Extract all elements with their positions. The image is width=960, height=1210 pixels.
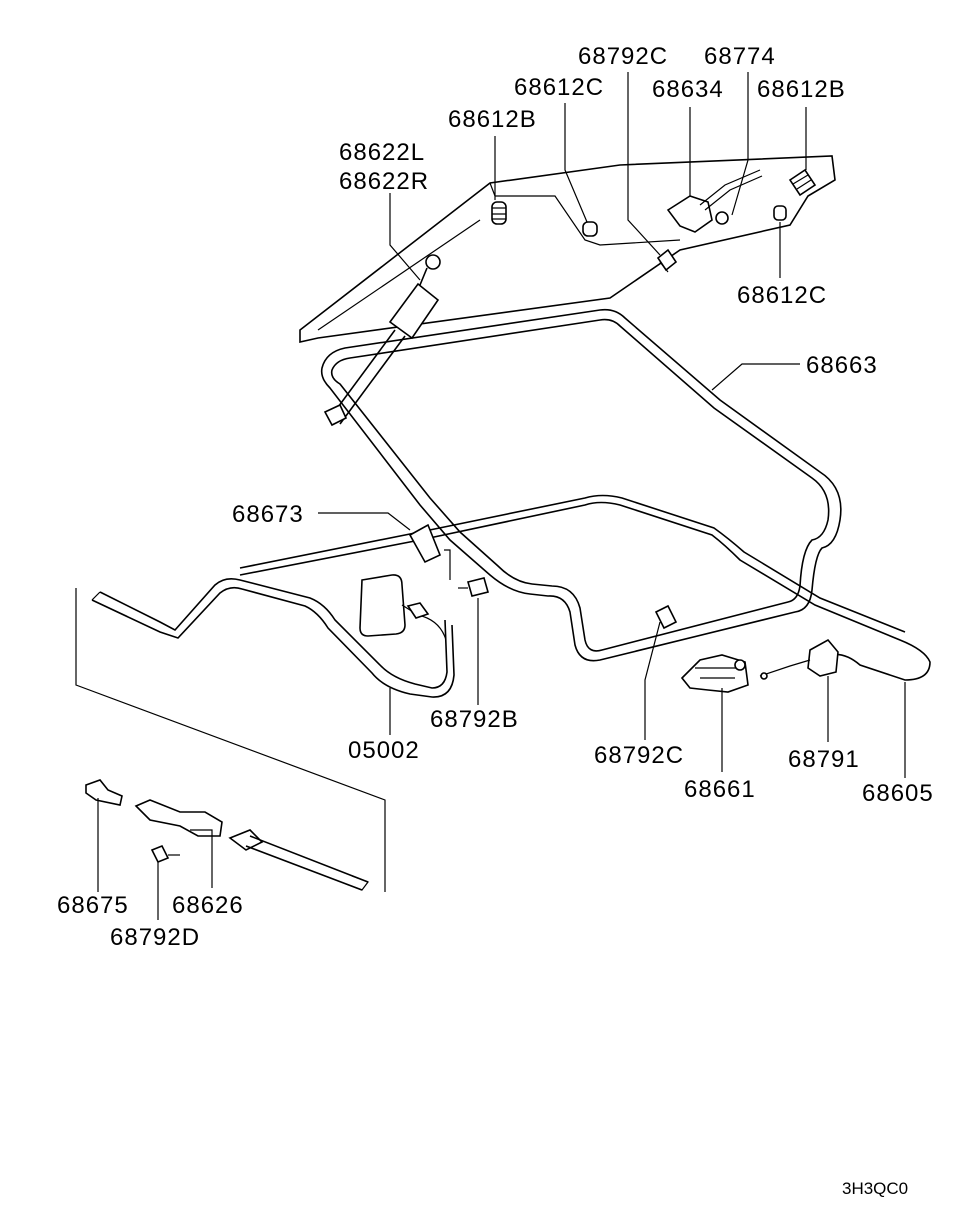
label-68792D: 68792D [110,924,200,951]
label-68792B: 68792B [430,706,519,733]
plug-68612C-top [582,221,598,237]
rubber-bumper-68612B-right [788,168,817,197]
exploded-detail [85,779,369,891]
rubber-bumper-68612B-left [491,201,507,225]
bolt-68792B [458,577,489,597]
label-68791: 68791 [788,746,860,773]
lock-cylinder-68673 [408,523,451,580]
label-68663: 68663 [806,352,878,379]
leader-lines [97,72,906,920]
label-68673: 68673 [232,501,304,528]
label-68774: 68774 [704,43,776,70]
label-68612C-lower: 68612C [737,282,827,309]
bolt-68792C-bottom [654,604,678,630]
label-68622R: 68622R [339,168,429,195]
fuel-lid-panel [359,574,447,641]
bolt-68792C-top [656,248,678,273]
trunk-lid-panel [299,155,836,343]
label-68612B-left: 68612B [448,106,537,133]
diagram-code: 3H3QC0 [842,1179,908,1198]
label-68634: 68634 [652,76,724,103]
label-68612B-right: 68612B [757,76,846,103]
weatherstrip-seal [320,308,842,662]
label-68661: 68661 [684,776,756,803]
label-68792C-bottom: 68792C [594,742,684,769]
label-68792C-top: 68792C [578,43,668,70]
trunk-latch-68661 [680,654,749,693]
label-68675: 68675 [57,892,129,919]
lock-actuator-68791 [759,638,839,680]
label-68626: 68626 [172,892,244,919]
label-05002: 05002 [348,737,420,764]
label-68605: 68605 [862,780,934,807]
plug-68612C-lower [773,205,787,221]
label-68622L: 68622L [339,139,425,166]
label-68612C-top: 68612C [514,74,604,101]
gas-strut [323,254,441,427]
latch-striker-68634 [666,169,763,233]
body-opening-lines [75,494,931,892]
